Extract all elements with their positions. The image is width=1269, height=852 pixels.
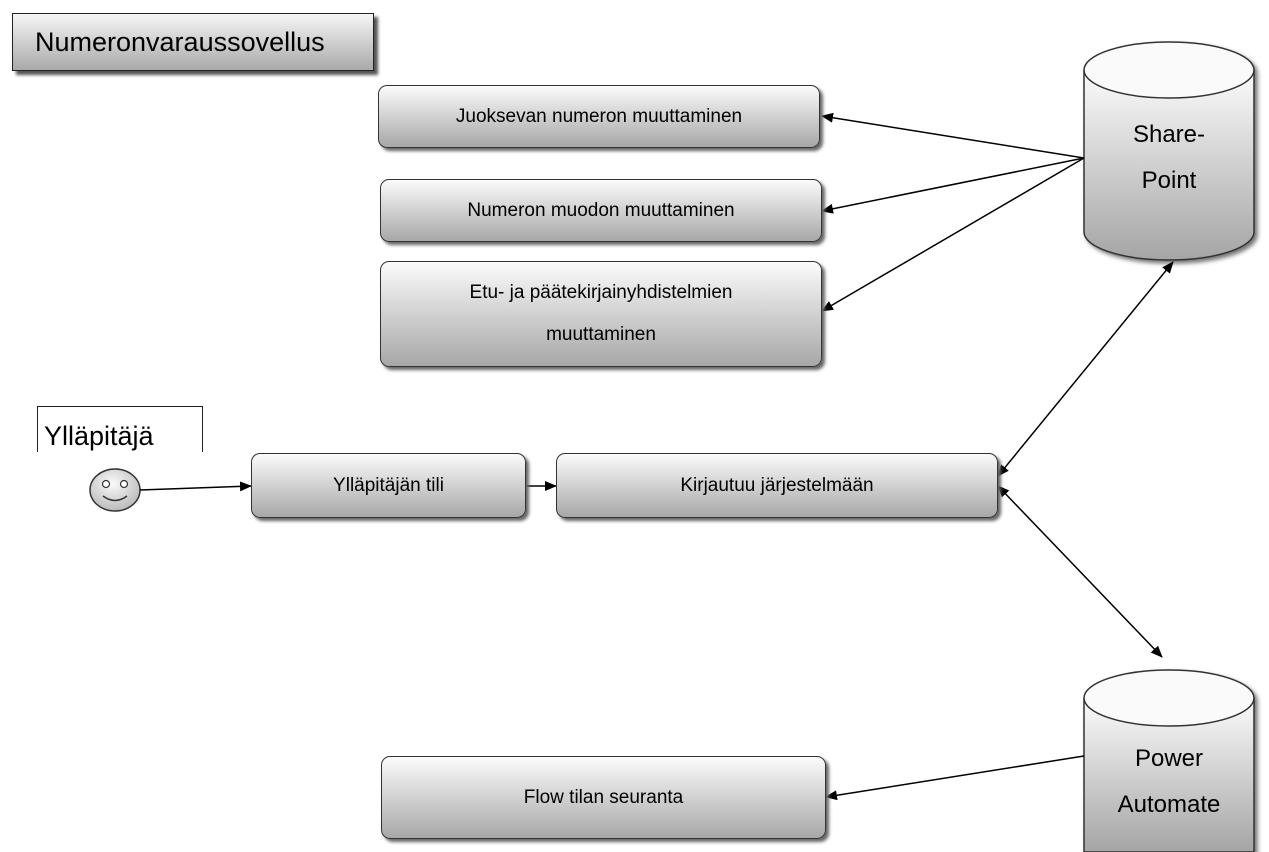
node-flow-tilan-seuranta: Flow tilan seuranta [381, 756, 826, 839]
arrow-sharepoint-to-etu-paate [821, 157, 1085, 312]
power-automate-label: Power Automate [1117, 745, 1221, 818]
sharepoint-database-icon [1083, 41, 1255, 261]
arrow-power-automate-to-flow [825, 755, 1085, 801]
node-label: Ylläpitäjän tili [333, 474, 444, 496]
smiley-icon [89, 468, 141, 512]
node-kirjautuu-jarjestelmaan: Kirjautuu järjestelmään [556, 453, 998, 518]
node-juoksevan-numeron-muuttaminen: Juoksevan numeron muuttaminen [378, 85, 820, 148]
arrow-kirjautuu-sharepoint [997, 261, 1174, 477]
node-label: Etu- ja päätekirjainyhdistelmien muuttam… [469, 282, 733, 345]
actor-label: Ylläpitäjä [37, 406, 203, 452]
arrow-kirjautuu-power-automate [997, 485, 1163, 658]
arrow-smiley-to-tili [139, 481, 252, 492]
node-numeron-muodon-muuttaminen: Numeron muodon muuttaminen [380, 179, 822, 242]
arrow-sharepoint-to-juokseva [821, 112, 1085, 159]
node-label: Flow tilan seuranta [523, 786, 684, 808]
arrow-sharepoint-to-muoto [821, 157, 1085, 214]
node-label: Juoksevan numeron muuttaminen [455, 105, 743, 127]
node-label: Kirjautuu järjestelmään [680, 474, 874, 496]
sharepoint-label: Share- Point [1132, 121, 1206, 194]
power-automate-database-icon [1083, 669, 1255, 852]
app-title: Numeronvaraussovellus [12, 13, 374, 71]
node-etu-ja-paatekirjainyhdistelmien-muuttaminen: Etu- ja päätekirjainyhdistelmien muuttam… [380, 261, 822, 367]
node-label: Numeron muodon muuttaminen [467, 199, 735, 221]
node-yllapitajan-tili: Ylläpitäjän tili [251, 453, 526, 518]
